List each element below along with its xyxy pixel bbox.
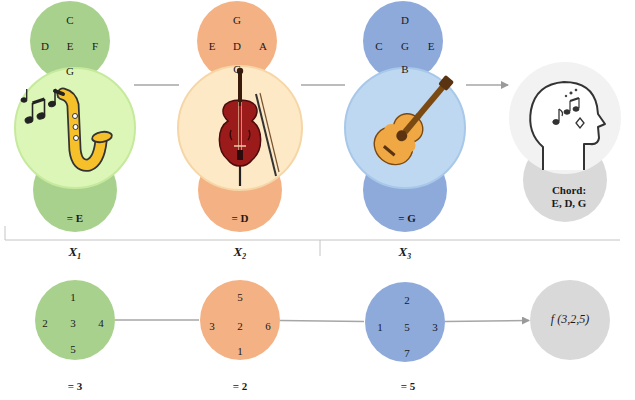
selected-note-circle: = D — [198, 148, 282, 232]
note-letter: F — [92, 40, 98, 53]
listener-circle — [509, 62, 621, 174]
value-number: 2 — [404, 294, 410, 307]
circle-fill — [30, 1, 110, 81]
value-number: 3 — [209, 320, 215, 333]
chord-circle: Chord: E, D, G — [523, 138, 607, 222]
selected-note-circle: = G — [363, 148, 447, 232]
value-label: = 3 — [68, 380, 83, 393]
listener-head-icon — [530, 82, 605, 170]
circle-outline — [523, 138, 607, 222]
flow-line — [280, 321, 364, 322]
note-letter: D — [41, 40, 49, 53]
circle-fill — [363, 1, 443, 81]
value-number: 4 — [98, 317, 104, 330]
circle-fill — [198, 148, 282, 232]
separator-bracket — [5, 226, 620, 240]
value-number: 1 — [237, 345, 243, 358]
selected-note-circle: = E — [33, 148, 117, 232]
guitar-circle — [345, 68, 465, 188]
function-circle: f (3,2,5) — [530, 280, 610, 360]
guitar-icon — [367, 66, 466, 173]
value-label: = 2 — [233, 380, 248, 393]
value-number: 5 — [70, 343, 76, 356]
value-number: 1 — [70, 291, 76, 304]
value-circle: 5 3 2 6 1 — [200, 280, 280, 360]
value-number: 6 — [265, 320, 271, 333]
note-letter: A — [259, 40, 267, 53]
flow-line — [115, 319, 199, 321]
cello-icon — [219, 68, 279, 186]
value-number: 1 — [377, 321, 383, 334]
value-number: 2 — [237, 320, 243, 333]
note-letter: E — [209, 40, 216, 53]
value-label: = 5 — [401, 380, 416, 393]
note-letter: G — [66, 65, 74, 78]
circle-fill — [530, 280, 610, 360]
value-number: 5 — [404, 321, 410, 334]
circle-fill — [365, 282, 445, 362]
circle-fill — [363, 148, 447, 232]
value-number: 3 — [70, 317, 76, 330]
selected-note: = D — [232, 212, 249, 225]
flow-line — [301, 84, 345, 86]
circle-fill — [523, 138, 607, 222]
note-letter: C — [66, 14, 73, 27]
circle-fill — [200, 280, 280, 360]
value-number: 3 — [432, 321, 438, 334]
value-number: 7 — [404, 347, 410, 360]
value-circle: 1 2 3 4 5 — [35, 280, 115, 360]
note-circle: C D E F G — [30, 1, 110, 81]
flow-arrow — [445, 321, 529, 322]
note-letter: D — [401, 14, 409, 27]
chord-text: Chord: E, D, G — [549, 184, 589, 209]
note-circle: G E D A C — [197, 1, 277, 81]
variable-label: X₂ — [233, 245, 246, 260]
variable-label: X₃ — [398, 245, 411, 260]
selected-note: = G — [398, 212, 416, 225]
cello-circle — [178, 66, 302, 190]
saxophone-circle — [15, 68, 135, 188]
value-number: 2 — [42, 317, 48, 330]
circle-fill — [197, 1, 277, 81]
saxophone-icon — [21, 89, 113, 165]
note-letter: B — [401, 63, 408, 76]
selected-note: = E — [67, 212, 83, 225]
note-letter: E — [428, 40, 435, 53]
separator-tick — [320, 240, 321, 256]
note-letter: G — [233, 14, 241, 27]
note-letter: C — [233, 63, 240, 76]
note-letter: E — [67, 40, 74, 53]
value-number: 5 — [237, 291, 243, 304]
flow-line — [134, 84, 179, 86]
function-text: f (3,2,5) — [551, 313, 589, 327]
circle-fill — [35, 280, 115, 360]
value-circle: 2 1 5 3 7 — [365, 282, 445, 362]
note-circle: D C G E B — [363, 1, 443, 81]
flow-arrow — [466, 84, 508, 86]
note-letter: C — [375, 40, 382, 53]
variable-label: X₁ — [68, 245, 81, 260]
circle-fill — [33, 148, 117, 232]
note-letter: D — [233, 40, 241, 53]
note-letter: G — [401, 40, 409, 53]
